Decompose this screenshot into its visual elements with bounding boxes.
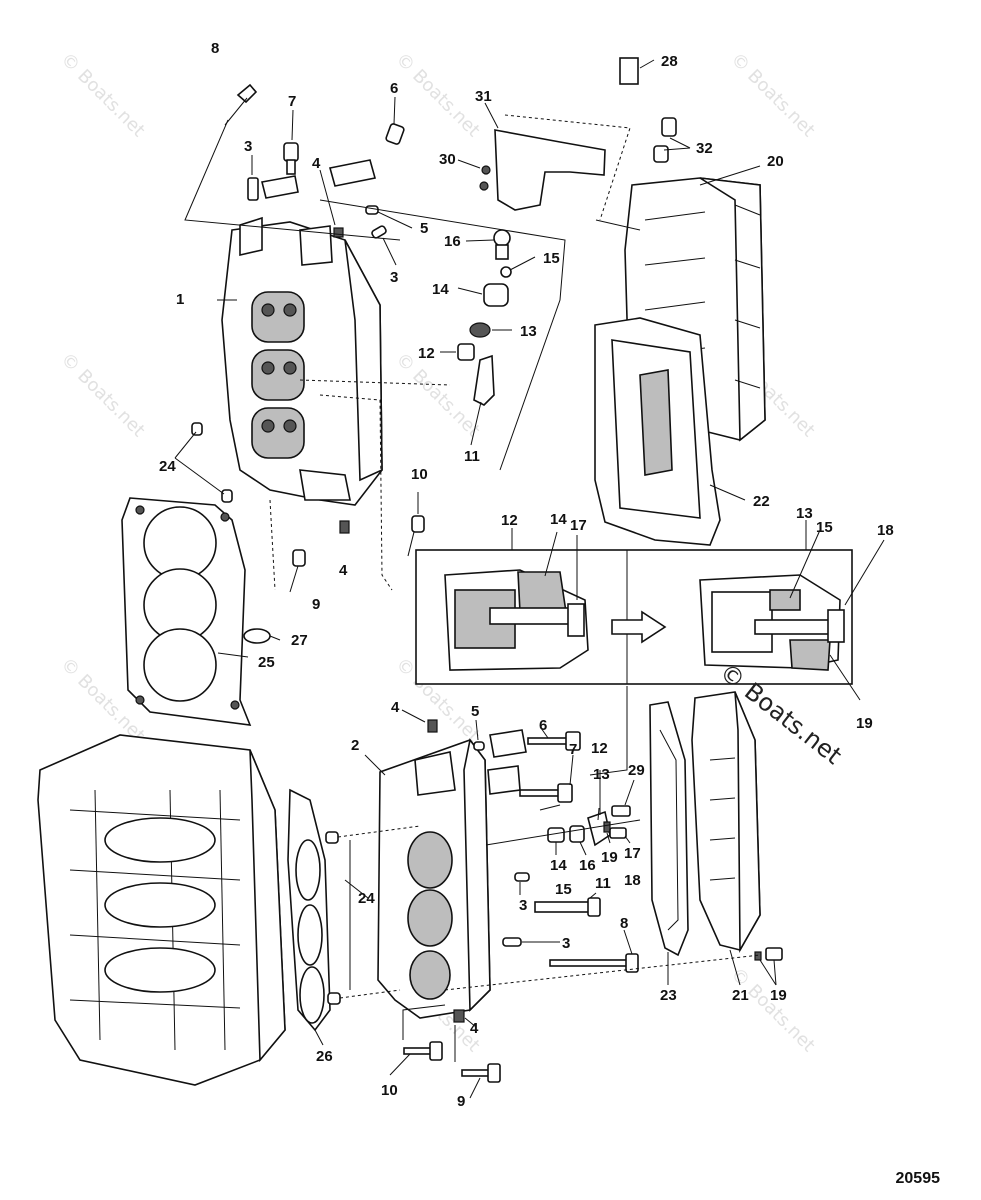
head-gasket-26 (287, 788, 331, 1032)
callout-18: 18 (624, 872, 641, 889)
callout-21: 21 (732, 987, 749, 1004)
callout-10: 10 (411, 466, 428, 483)
callout-8: 8 (211, 40, 219, 57)
callout-22: 22 (753, 493, 770, 510)
dowel-pin (327, 992, 341, 1005)
callout-13: 13 (520, 323, 537, 340)
callout-4: 4 (391, 699, 400, 716)
exhaust-manifold-21 (691, 691, 761, 953)
cylinder-head-starboard (221, 216, 383, 506)
cylinder-head-port (377, 738, 491, 1019)
callout-14: 14 (550, 857, 567, 874)
callout-29: 29 (628, 762, 645, 779)
callout-19: 19 (601, 849, 618, 866)
callout-24: 24 (358, 890, 375, 907)
callout-4: 4 (312, 155, 321, 172)
callout-5: 5 (471, 703, 479, 720)
callout-7: 7 (569, 741, 577, 758)
callout-20: 20 (767, 153, 784, 170)
callout-labels: 1 2 3 3 3 3 4 4 4 4 5 5 6 6 7 7 8 8 9 9 … (159, 40, 894, 1110)
watermark: © Boats.net (56, 349, 148, 441)
callout-16: 16 (444, 233, 461, 250)
cover-plate-31 (479, 114, 631, 221)
callout-6: 6 (539, 717, 547, 734)
diagram-reference-number: 20595 (895, 1170, 941, 1187)
callout-3: 3 (519, 897, 527, 914)
callout-32: 32 (696, 140, 713, 157)
callout-15: 15 (543, 250, 560, 267)
callout-11: 11 (595, 875, 611, 892)
callout-leaders (174, 96, 885, 1099)
callout-24: 24 (159, 458, 176, 475)
callout-12: 12 (591, 740, 608, 757)
callout-9: 9 (457, 1093, 465, 1110)
thermostat-stack (457, 229, 512, 406)
decal-28 (619, 57, 639, 85)
callout-4: 4 (470, 1020, 479, 1037)
callout-19: 19 (856, 715, 873, 732)
callout-30: 30 (439, 151, 456, 168)
watermark: © Boats.net (726, 964, 818, 1056)
callout-4: 4 (339, 562, 348, 579)
callout-26: 26 (316, 1048, 333, 1065)
lower-hardware (402, 719, 639, 1083)
watermark: © Boats.net (726, 49, 818, 141)
callout-15: 15 (816, 519, 833, 536)
callout-2: 2 (351, 737, 359, 754)
callout-27: 27 (291, 632, 308, 649)
dowel-pin (325, 831, 339, 844)
gasket-23 (649, 701, 689, 957)
callout-16: 16 (579, 857, 596, 874)
callout-13: 13 (796, 505, 813, 522)
callout-18: 18 (877, 522, 894, 539)
callout-7: 7 (288, 93, 296, 110)
callout-23: 23 (660, 987, 677, 1004)
callout-1: 1 (176, 291, 184, 308)
callout-15: 15 (555, 881, 572, 898)
callout-14: 14 (432, 281, 449, 298)
callout-17: 17 (624, 845, 641, 862)
callout-3: 3 (562, 935, 570, 952)
thermostat-detail-inset: © Boats.net (415, 549, 853, 770)
leader-lines-upper (184, 119, 641, 591)
leader-lines-lower (444, 686, 761, 991)
watermark: © Boats.net (391, 349, 483, 441)
callout-25: 25 (258, 654, 275, 671)
callout-3: 3 (244, 138, 252, 155)
watermark: © Boats.net (56, 49, 148, 141)
callout-11: 11 (464, 448, 480, 465)
callout-10: 10 (381, 1082, 398, 1099)
callout-17: 17 (570, 517, 587, 534)
callout-6: 6 (390, 80, 398, 97)
callout-3: 3 (390, 269, 398, 286)
callout-8: 8 (620, 915, 628, 932)
callout-31: 31 (475, 88, 492, 105)
gasket-22 (594, 317, 721, 546)
callout-12: 12 (418, 345, 435, 362)
callout-9: 9 (312, 596, 320, 613)
cylinder-block (37, 734, 286, 1086)
o-ring-27 (243, 628, 271, 644)
callout-19: 19 (770, 987, 787, 1004)
callout-14: 14 (550, 511, 567, 528)
upper-hardware (191, 83, 425, 593)
callout-13: 13 (593, 766, 610, 783)
watermark: © Boats.net (391, 49, 483, 141)
callout-5: 5 (420, 220, 428, 237)
callout-28: 28 (661, 53, 678, 70)
callout-12: 12 (501, 512, 518, 529)
head-gasket-25 (121, 497, 252, 726)
